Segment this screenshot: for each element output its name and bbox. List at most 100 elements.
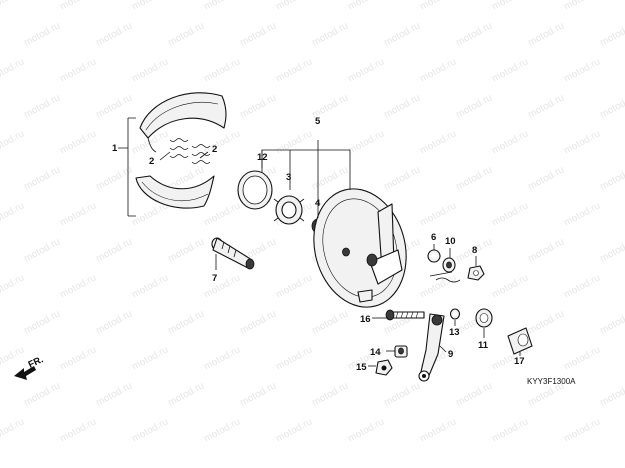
watermark-text: motod.ru: [310, 380, 350, 408]
watermark-text: motod.ru: [166, 380, 206, 408]
callout-8: 8: [472, 245, 477, 256]
return-spring: [429, 271, 461, 283]
watermark-text: motod.ru: [274, 56, 314, 84]
brake-cam-axle: [211, 237, 255, 270]
watermark-text: motod.ru: [346, 56, 386, 84]
watermark-text: motod.ru: [202, 128, 242, 156]
watermark-text: motod.ru: [22, 308, 62, 336]
watermark-text: motod.ru: [202, 0, 242, 13]
watermark-text: motod.ru: [202, 56, 242, 84]
callout-14: 14: [370, 347, 381, 358]
watermark-text: motod.ru: [526, 308, 566, 336]
cable-guide-17: [507, 327, 533, 355]
watermark-text: motod.ru: [310, 20, 350, 48]
watermark-text: motod.ru: [274, 0, 314, 13]
watermark-text: motod.ru: [418, 200, 458, 228]
watermark-text: motod.ru: [166, 308, 206, 336]
speedometer-gear-box: [273, 195, 305, 225]
watermark-text: motod.ru: [238, 20, 278, 48]
watermark-text: motod.ru: [58, 416, 98, 444]
watermark-text: motod.ru: [598, 20, 625, 48]
watermark-text: motod.ru: [0, 416, 26, 444]
watermark-text: motod.ru: [202, 416, 242, 444]
watermark-text: motod.ru: [598, 236, 625, 264]
watermark-text: motod.ru: [22, 236, 62, 264]
watermark-text: motod.ru: [526, 236, 566, 264]
watermark-text: motod.ru: [490, 128, 530, 156]
watermark-text: motod.ru: [94, 92, 134, 120]
watermark-text: motod.ru: [454, 380, 494, 408]
watermark-text: motod.ru: [490, 0, 530, 13]
watermark-text: motod.ru: [562, 56, 602, 84]
watermark-text: motod.ru: [598, 92, 625, 120]
felt-seal-11: [475, 308, 493, 328]
callout-16: 16: [360, 314, 371, 325]
watermark-text: motod.ru: [454, 20, 494, 48]
callout-2a: 2: [149, 156, 154, 167]
watermark-text: motod.ru: [382, 164, 422, 192]
watermark-text: motod.ru: [94, 308, 134, 336]
oil-seal-ring: [237, 170, 273, 210]
callout-15: 15: [356, 362, 367, 373]
watermark-text: motod.ru: [22, 164, 62, 192]
watermark-text: motod.ru: [274, 416, 314, 444]
watermark-text: motod.ru: [418, 56, 458, 84]
watermark-text: motod.ru: [0, 0, 26, 13]
nut-15: [375, 359, 393, 376]
nut-8: [467, 265, 485, 281]
shoe-spring-right: [191, 144, 211, 164]
brake-arm: [418, 313, 445, 382]
watermark-text: motod.ru: [0, 272, 26, 300]
watermark-text: motod.ru: [94, 20, 134, 48]
shoe-spring-left: [169, 138, 189, 158]
watermark-text: motod.ru: [490, 272, 530, 300]
leader-lines: [159, 140, 521, 367]
watermark-text: motod.ru: [526, 20, 566, 48]
brake-shoe-upper: [139, 92, 227, 153]
callout-11: 11: [478, 340, 489, 351]
watermark-text: motod.ru: [274, 344, 314, 372]
watermark-text: motod.ru: [382, 92, 422, 120]
direction-label: FR.: [27, 354, 46, 370]
watermark-text: motod.ru: [0, 56, 26, 84]
brake-panel: [313, 188, 407, 308]
watermark-text: motod.ru: [202, 344, 242, 372]
watermark-text: motod.ru: [166, 236, 206, 264]
callout-17: 17: [514, 356, 525, 367]
watermark-text: motod.ru: [94, 236, 134, 264]
watermark-text: motod.ru: [598, 380, 625, 408]
watermark-text: motod.ru: [202, 200, 242, 228]
watermark-text: motod.ru: [562, 416, 602, 444]
watermark-text: motod.ru: [130, 56, 170, 84]
watermark-text: motod.ru: [58, 56, 98, 84]
callout-4: 4: [315, 198, 321, 209]
watermark-text: motod.ru: [94, 380, 134, 408]
watermark-text: motod.ru: [310, 308, 350, 336]
watermark-text: motod.ru: [166, 20, 206, 48]
watermark-text: motod.ru: [58, 344, 98, 372]
watermark-text: motod.ru: [418, 416, 458, 444]
figure-code: KYY3F1300A: [527, 377, 576, 386]
brake-shoe-lower: [135, 175, 215, 209]
group-bracket-1: [118, 117, 136, 217]
watermark-text: motod.ru: [238, 92, 278, 120]
watermark-text: motod.ru: [58, 200, 98, 228]
joint-pin-14: [394, 345, 408, 358]
watermark-text: motod.ru: [0, 128, 26, 156]
dust-seal-6: [427, 249, 441, 263]
watermark-text: motod.ru: [562, 272, 602, 300]
callout-5: 5: [315, 116, 321, 127]
watermark-text: motod.ru: [130, 0, 170, 13]
watermark-text: motod.ru: [346, 128, 386, 156]
watermark-text: motod.ru: [346, 416, 386, 444]
watermark-text: motod.ru: [274, 272, 314, 300]
wear-indicator-10: [442, 257, 456, 273]
watermark-text: motod.ru: [238, 308, 278, 336]
callout-12: 12: [257, 152, 268, 163]
watermark-text: motod.ru: [22, 92, 62, 120]
watermark-text: motod.ru: [346, 0, 386, 13]
watermark-text: motod.ru: [22, 20, 62, 48]
watermark-text: motod.ru: [0, 200, 26, 228]
washer-13: [449, 308, 461, 320]
callout-6: 6: [431, 232, 436, 243]
